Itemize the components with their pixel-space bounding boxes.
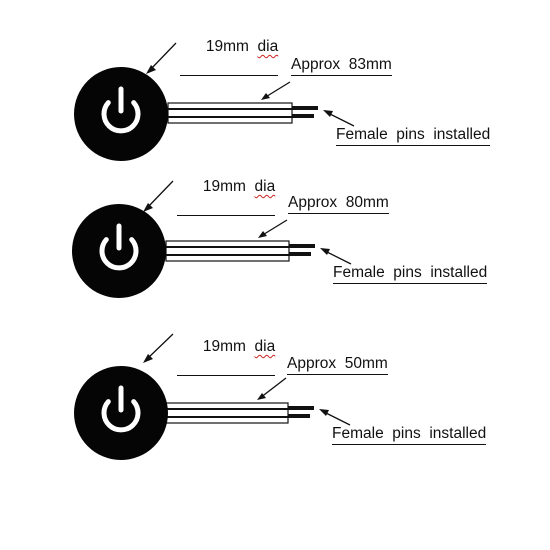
pins-label: Female pins installed [336, 126, 491, 146]
diameter-value: 19mm [202, 338, 246, 355]
pins-leader-arrowhead [323, 110, 333, 117]
pins-leader-line [326, 251, 352, 265]
button-body [74, 67, 168, 161]
button-body [74, 366, 168, 460]
power-icon [101, 385, 141, 433]
female-pin-2 [289, 252, 311, 256]
length-leader-line [263, 81, 291, 99]
pins-label: Female pins installed [333, 264, 488, 284]
cable-sheath [167, 102, 293, 124]
diameter-leader-arrowhead [143, 354, 153, 363]
diameter-unit: dia [257, 38, 279, 55]
diameter-value: 19mm [205, 38, 249, 55]
cable-sheath [165, 402, 289, 424]
diameter-leader-line [146, 180, 174, 209]
pins-leader-arrowhead [319, 409, 329, 416]
length-leader-line [260, 219, 288, 237]
button-body [72, 204, 166, 298]
diameter-label: 19mm dia [180, 20, 279, 76]
length-leader-arrowhead [257, 393, 266, 400]
female-pin-2 [288, 414, 310, 418]
female-pin-1 [292, 106, 318, 110]
length-label: Approx 80mm [288, 194, 389, 214]
diameter-leader-line [146, 333, 174, 360]
cable-sheath [165, 240, 290, 262]
diameter-unit: dia [254, 178, 276, 195]
diameter-label: 19mm dia [177, 320, 276, 376]
length-leader-arrowhead [261, 93, 270, 100]
button-panel-1-drawing [74, 42, 355, 161]
button-panel-3: 19mm dia Approx 50mm Female pins install… [0, 310, 550, 470]
button-panel-1: 19mm dia Approx 83mm Female pins install… [0, 10, 550, 170]
length-label: Approx 50mm [287, 355, 388, 375]
length-leader-line [259, 377, 287, 399]
diameter-leader-line [149, 42, 177, 71]
diameter-leader-arrowhead [146, 65, 156, 74]
diameter-label: 19mm dia [177, 160, 276, 216]
power-icon [101, 86, 141, 134]
button-panel-2: 19mm dia Approx 80mm Female pins install… [0, 150, 550, 310]
button-panel-3-drawing [74, 333, 351, 460]
pins-label: Female pins installed [332, 425, 487, 445]
power-icon [99, 223, 139, 271]
diameter-leader-arrowhead [143, 203, 153, 212]
pins-leader-arrowhead [320, 248, 330, 255]
pins-leader-line [325, 412, 351, 426]
diameter-unit: dia [254, 338, 276, 355]
length-label: Approx 83mm [291, 56, 392, 76]
diameter-value: 19mm [202, 178, 246, 195]
female-pin-1 [288, 406, 314, 410]
pins-leader-line [329, 113, 355, 127]
female-pin-1 [289, 244, 315, 248]
length-leader-arrowhead [258, 231, 267, 238]
female-pin-2 [292, 114, 314, 118]
button-panel-2-drawing [72, 180, 352, 298]
